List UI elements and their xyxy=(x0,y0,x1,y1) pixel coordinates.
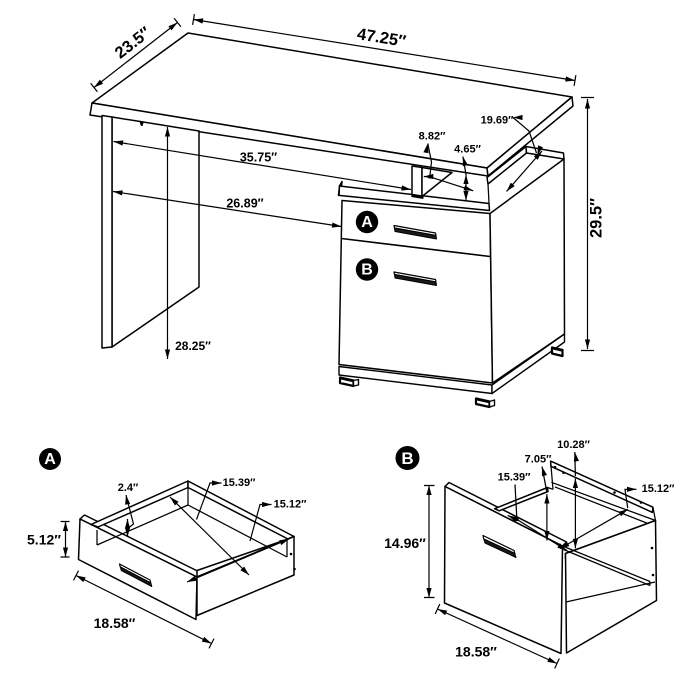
svg-text:8.82″: 8.82″ xyxy=(419,131,446,143)
svg-text:35.75″: 35.75″ xyxy=(240,151,277,165)
svg-text:14.96″: 14.96″ xyxy=(384,535,426,551)
svg-text:15.39″: 15.39″ xyxy=(223,477,257,489)
svg-text:15.12″: 15.12″ xyxy=(642,483,676,495)
svg-text:18.58″: 18.58″ xyxy=(455,644,497,660)
svg-text:B: B xyxy=(361,262,373,279)
svg-text:7.05″: 7.05″ xyxy=(525,454,552,466)
svg-text:10.28″: 10.28″ xyxy=(557,439,591,451)
svg-text:A: A xyxy=(44,451,56,468)
svg-text:29.5″: 29.5″ xyxy=(588,198,606,238)
svg-text:2.4″: 2.4″ xyxy=(118,482,139,494)
svg-text:5.12″: 5.12″ xyxy=(27,532,61,548)
svg-text:26.89″: 26.89″ xyxy=(226,197,263,211)
svg-text:19.69″: 19.69″ xyxy=(481,115,515,127)
svg-text:B: B xyxy=(401,449,413,468)
svg-text:18.58″: 18.58″ xyxy=(94,615,136,631)
svg-text:15.12″: 15.12″ xyxy=(274,499,308,511)
svg-text:A: A xyxy=(361,214,373,231)
svg-text:15.39″: 15.39″ xyxy=(498,472,532,484)
svg-text:28.25″: 28.25″ xyxy=(175,339,211,353)
svg-text:4.65″: 4.65″ xyxy=(454,144,481,156)
